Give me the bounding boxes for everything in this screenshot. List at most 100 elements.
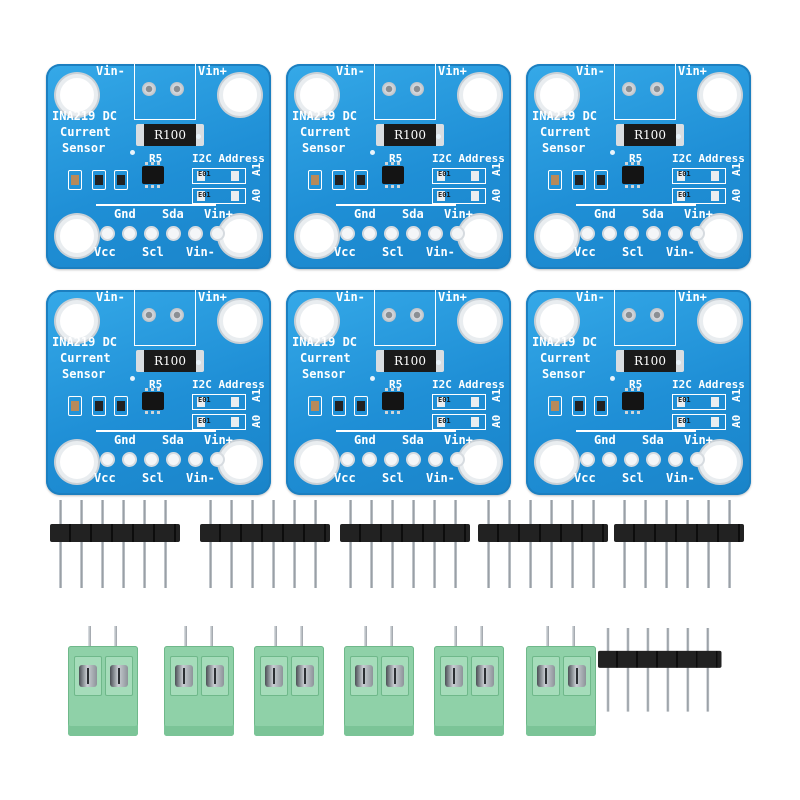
pin-label-vcc: Vcc xyxy=(94,471,116,485)
ina219-chip xyxy=(622,388,644,414)
vin-minus-label: Vin- xyxy=(576,64,605,78)
pin-label-scl: Scl xyxy=(142,471,164,485)
terminal-leg xyxy=(390,626,393,648)
header-pad xyxy=(602,226,617,241)
screw-icon xyxy=(175,665,193,687)
via xyxy=(130,376,135,381)
screw-icon xyxy=(79,665,97,687)
header-pad xyxy=(624,452,639,467)
resistor-smd xyxy=(92,396,106,416)
capacitor xyxy=(548,170,562,190)
terminal-leg xyxy=(364,626,367,648)
jumper-marking: E01 xyxy=(438,191,451,199)
header-pin xyxy=(272,500,275,588)
terminal-slot xyxy=(563,656,591,696)
header-plastic xyxy=(478,524,608,542)
board-title-line2: Current xyxy=(540,125,591,139)
address-jumper-a0 xyxy=(432,168,486,184)
pin-label-vin-plus: Vin+ xyxy=(204,207,233,221)
vin-plus-label: Vin+ xyxy=(438,64,467,78)
pin-label-scl: Scl xyxy=(382,471,404,485)
terminal-body xyxy=(254,646,324,736)
header-pin xyxy=(706,628,710,712)
ina219-board: Vin- Vin+ INA219 DC Current Sensor R100 … xyxy=(46,64,271,269)
pin-label-gnd: Gnd xyxy=(354,207,376,221)
capacitor xyxy=(308,396,322,416)
terminal-slot xyxy=(105,656,133,696)
ina219-chip xyxy=(382,388,404,414)
mount-hole xyxy=(699,74,741,116)
pin-label-vcc: Vcc xyxy=(574,245,596,259)
ina219-chip xyxy=(382,162,404,188)
header-pin xyxy=(412,500,415,588)
header-pin xyxy=(728,500,731,588)
pin-header xyxy=(598,628,722,714)
pin-label-vcc: Vcc xyxy=(574,471,596,485)
via xyxy=(436,134,441,139)
header-pad xyxy=(580,452,595,467)
chip-label: R5 xyxy=(149,152,163,165)
header-pin xyxy=(686,500,689,588)
screw-terminal xyxy=(434,626,504,736)
header-plastic xyxy=(598,650,722,668)
terminal-slot xyxy=(260,656,288,696)
mount-hole xyxy=(459,215,501,257)
a0-label: A0 xyxy=(730,188,743,202)
via xyxy=(196,134,201,139)
a1-label: A1 xyxy=(730,162,743,176)
shunt-resistor: R100 xyxy=(616,124,684,146)
header-pin xyxy=(251,500,254,588)
header-pad xyxy=(340,226,355,241)
header-pin xyxy=(666,628,670,712)
mount-hole xyxy=(56,441,98,483)
header-pad xyxy=(144,226,159,241)
pin-label-gnd: Gnd xyxy=(354,433,376,447)
mount-hole xyxy=(536,74,578,116)
terminal-slot xyxy=(440,656,468,696)
terminal-slot xyxy=(381,656,409,696)
vin-pad xyxy=(410,308,424,322)
screw-icon xyxy=(568,665,586,687)
via xyxy=(610,150,615,155)
vin-terminal-outline xyxy=(374,64,436,120)
resistor-smd xyxy=(354,396,368,416)
header-pad xyxy=(166,226,181,241)
pin-header xyxy=(200,500,330,590)
terminal-leg xyxy=(88,626,91,648)
header-pad xyxy=(450,226,465,241)
header-pad xyxy=(210,452,225,467)
terminal-body xyxy=(164,646,234,736)
vin-pad xyxy=(650,82,664,96)
screw-terminal xyxy=(526,626,596,736)
header-pin xyxy=(665,500,668,588)
a1-label: A1 xyxy=(490,162,503,176)
header-pad xyxy=(668,452,683,467)
ina219-chip xyxy=(622,162,644,188)
header-pin xyxy=(122,500,125,588)
chip-label: R5 xyxy=(149,378,163,391)
jumper-marking: E01 xyxy=(198,191,211,199)
pin-header xyxy=(614,500,744,590)
vin-minus-label: Vin- xyxy=(96,64,125,78)
terminal-leg xyxy=(546,626,549,648)
vin-minus-label: Vin- xyxy=(96,290,125,304)
terminal-body xyxy=(434,646,504,736)
resistor-smd xyxy=(114,396,128,416)
i2c-address-label: I2C Address xyxy=(432,378,505,391)
jumper-marking: E01 xyxy=(678,191,691,199)
address-jumper-a0 xyxy=(192,168,246,184)
vin-terminal-outline xyxy=(374,290,436,346)
a1-label: A1 xyxy=(490,388,503,402)
pin-label-scl: Scl xyxy=(622,245,644,259)
mount-hole xyxy=(699,441,741,483)
header-pad xyxy=(210,226,225,241)
header-pin xyxy=(143,500,146,588)
pin-label-gnd: Gnd xyxy=(594,207,616,221)
a0-label: A0 xyxy=(730,414,743,428)
screw-icon xyxy=(296,665,314,687)
via xyxy=(196,360,201,365)
header-pin xyxy=(59,500,62,588)
vin-pad xyxy=(382,82,396,96)
resistor-marking: R100 xyxy=(154,128,186,142)
vin-pad xyxy=(142,82,156,96)
